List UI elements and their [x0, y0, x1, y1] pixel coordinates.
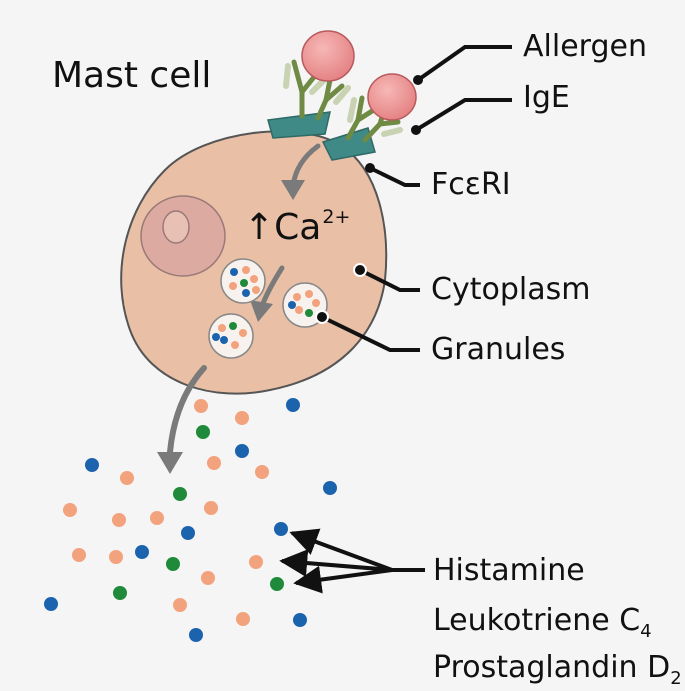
label-granules: Granules — [431, 332, 566, 367]
leader-lines — [279, 45, 512, 594]
fceri-receptor-1 — [267, 111, 331, 139]
label-cytoplasm: Cytoplasm — [431, 272, 591, 307]
allergen-2 — [367, 73, 417, 121]
up-arrow-icon: ↑ — [244, 207, 275, 248]
label-ige: IgE — [523, 80, 570, 115]
release-arrow-head — [157, 452, 183, 474]
calcium-ion: Ca — [274, 207, 322, 248]
diagram-title: Mast cell — [52, 55, 212, 96]
signal-arrow-1-head — [281, 180, 305, 200]
mediator-prostaglandin: Prostaglandin D2 — [433, 650, 682, 689]
ige-antibody-2 — [315, 77, 351, 121]
calcium-charge: 2+ — [322, 206, 351, 228]
allergen-1 — [301, 30, 355, 82]
granule-3 — [208, 313, 254, 359]
released-mediators — [44, 398, 337, 642]
label-allergen: Allergen — [523, 29, 647, 64]
allergen-leader — [416, 45, 512, 82]
label-fceri: FcεRI — [431, 167, 511, 202]
mediator-histamine: Histamine — [433, 553, 585, 588]
granules-leader — [321, 315, 420, 352]
release-arrow — [167, 365, 207, 455]
mediator-leukotriene: Leukotriene C4 — [433, 603, 652, 642]
nucleolus — [162, 210, 190, 244]
ige-leader — [414, 98, 512, 132]
calcium-increase-label: ↑Ca2+ — [244, 206, 351, 248]
fceri-leader — [369, 166, 420, 187]
granule-1 — [220, 258, 266, 304]
signal-arrow-2-head — [250, 300, 273, 322]
cytoplasm-leader — [359, 268, 420, 292]
